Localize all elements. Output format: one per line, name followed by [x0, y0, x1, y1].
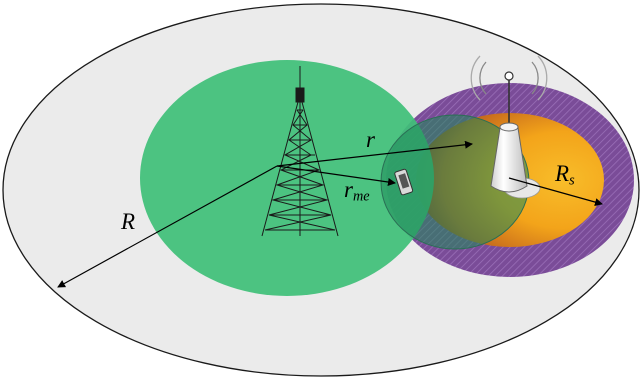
macro-tower-icon: [261, 66, 339, 237]
R-s-label: Rs: [555, 162, 575, 188]
r-me-arrow: [276, 165, 396, 186]
R-s-sub: s: [569, 172, 575, 189]
r-me-label: rme: [344, 178, 370, 204]
r-arrow: [276, 140, 473, 167]
macro-cell-coverage: [140, 60, 434, 296]
r-me-base: r: [344, 177, 353, 202]
r-me-sub: me: [352, 188, 370, 205]
r-label: r: [366, 127, 375, 152]
R-s-base: R: [555, 161, 570, 186]
R-label: R: [121, 209, 136, 234]
user-device-icon: [394, 168, 414, 196]
R-s-arrow: [508, 177, 603, 206]
small-cell-station-icon: [470, 55, 548, 199]
R-arrow: [57, 165, 278, 288]
